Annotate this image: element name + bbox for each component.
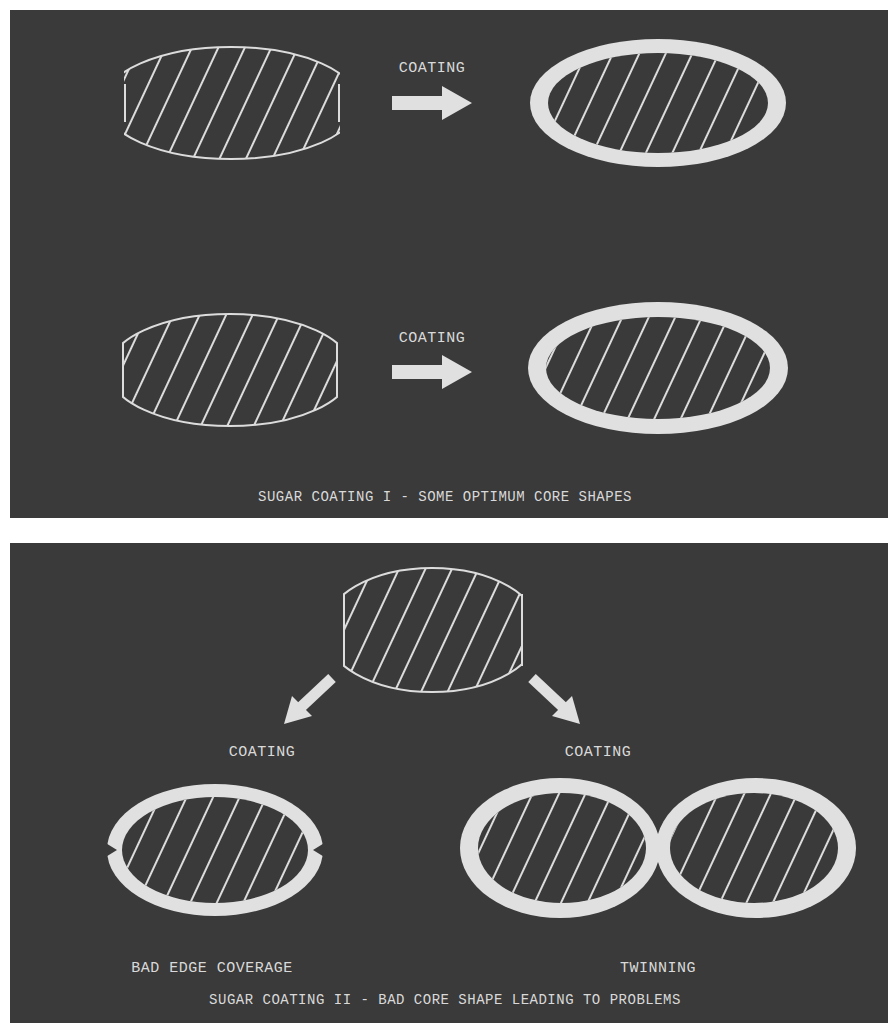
- arrow: [532, 678, 580, 724]
- arrow: [392, 355, 472, 389]
- coating-label: COATING: [229, 744, 296, 761]
- defect-label: TWINNING: [620, 960, 696, 977]
- panel: [10, 543, 888, 1023]
- coating-label: COATING: [399, 60, 466, 77]
- figure-caption: SUGAR COATING I - SOME OPTIMUM CORE SHAP…: [258, 489, 632, 505]
- coated-tablet: [528, 302, 788, 434]
- panel: [10, 10, 888, 518]
- tablet-core: [103, 47, 359, 159]
- coated-tablet: [530, 39, 786, 167]
- figure-caption: SUGAR COATING II - BAD CORE SHAPE LEADIN…: [209, 992, 681, 1008]
- defect-label: BAD EDGE COVERAGE: [131, 960, 293, 977]
- tablet-core: [108, 314, 352, 426]
- arrow: [284, 678, 332, 724]
- arrow: [392, 86, 472, 120]
- twinned-tablets: [460, 778, 856, 918]
- bad-edge-tablet: [104, 784, 326, 916]
- tablet-core: [324, 568, 540, 692]
- coating-label: COATING: [565, 744, 632, 761]
- coating-label: COATING: [399, 330, 466, 347]
